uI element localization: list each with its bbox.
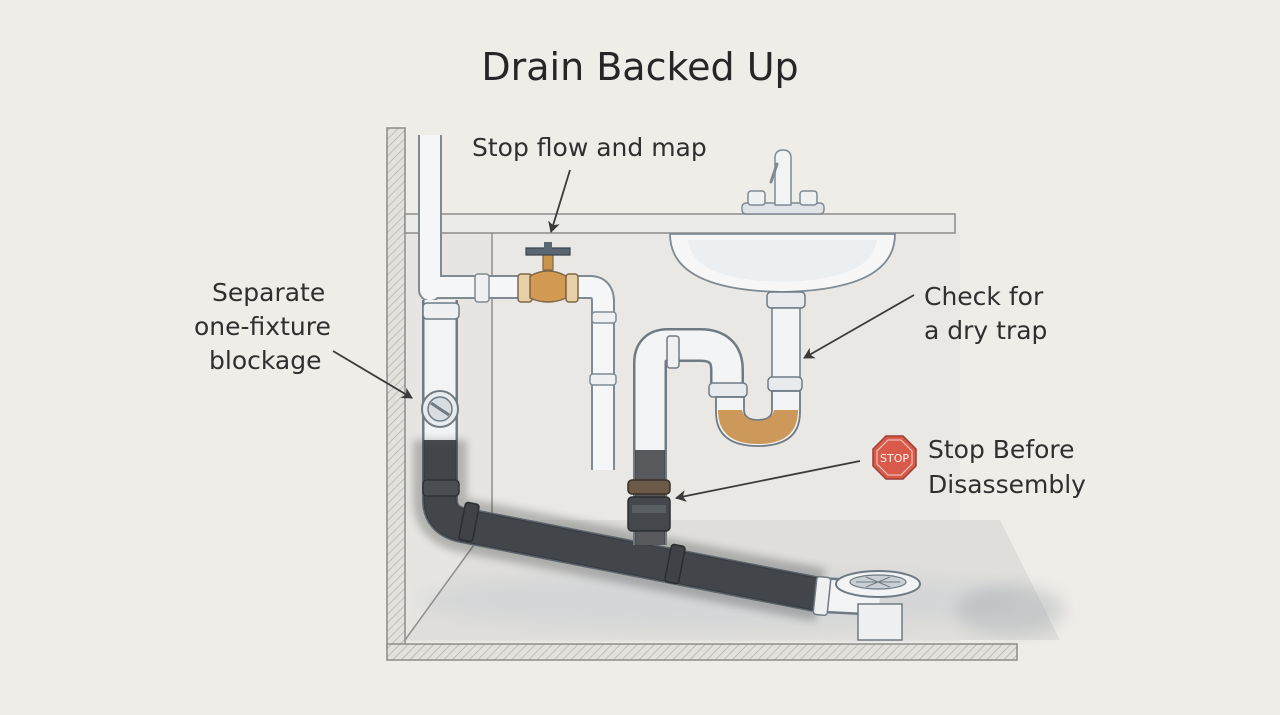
label-separate-line2: one-fixture	[194, 312, 331, 341]
floor-slab	[386, 643, 1018, 661]
sink-drain	[627, 291, 806, 545]
faucet-lever	[769, 162, 779, 184]
floor-drain	[835, 570, 921, 641]
drain-coupling-elbow	[422, 479, 460, 497]
drain-coupling-slope	[458, 501, 480, 543]
supply-pipe	[420, 135, 613, 470]
drain-line	[413, 300, 881, 622]
tee-fitting	[627, 496, 671, 532]
arrow-stop-before	[675, 460, 861, 502]
trap-slip-nut-left	[708, 382, 748, 398]
label-stop-before-line1: Stop Before	[928, 435, 1075, 464]
drain-coupling-top	[422, 302, 460, 320]
cleanout-plug	[421, 390, 459, 428]
faucet-handle-left	[747, 190, 766, 206]
trap-water	[718, 410, 798, 444]
label-dry-trap-line1: Check for	[924, 282, 1044, 311]
drain-coupling-end	[812, 575, 832, 617]
tee-coupling-upper	[627, 479, 671, 495]
supply-coupling-lower	[591, 311, 617, 324]
arrow-dry-trap	[803, 294, 915, 359]
stop-sign-icon: STOP	[872, 435, 917, 480]
faucet-spout	[774, 149, 792, 206]
trap-arm-nut	[666, 335, 680, 369]
label-separate-line1: Separate	[212, 278, 326, 307]
drain-coupling-slope-2	[664, 543, 686, 585]
diagram-title: Drain Backed Up	[481, 45, 799, 89]
label-dry-trap-line2: a dry trap	[924, 316, 1048, 345]
arrow-separate-blockage	[332, 350, 413, 399]
supply-line	[418, 135, 617, 470]
arrow-stop-flow	[548, 169, 571, 233]
floor-shadow-right	[955, 585, 1065, 635]
supply-coupling	[474, 273, 490, 303]
label-stop-before-line2: Disassembly	[928, 470, 1086, 499]
supply-coupling-bottom	[589, 373, 617, 386]
tailpiece	[771, 307, 801, 379]
label-separate-line3: blockage	[209, 346, 322, 375]
callout-arrows	[332, 169, 915, 502]
trap-slip-nut	[767, 376, 803, 392]
shutoff-valve	[517, 242, 579, 303]
sink-basin-shade	[688, 240, 877, 282]
countertop	[404, 213, 956, 234]
tailpiece-nut	[766, 291, 806, 309]
sink	[669, 149, 896, 293]
label-stop-flow: Stop flow and map	[472, 133, 707, 162]
tee-ring	[632, 505, 666, 513]
stop-sign-text: STOP	[880, 452, 909, 465]
faucet-handle-right	[799, 190, 818, 206]
trap-arm	[635, 330, 742, 545]
